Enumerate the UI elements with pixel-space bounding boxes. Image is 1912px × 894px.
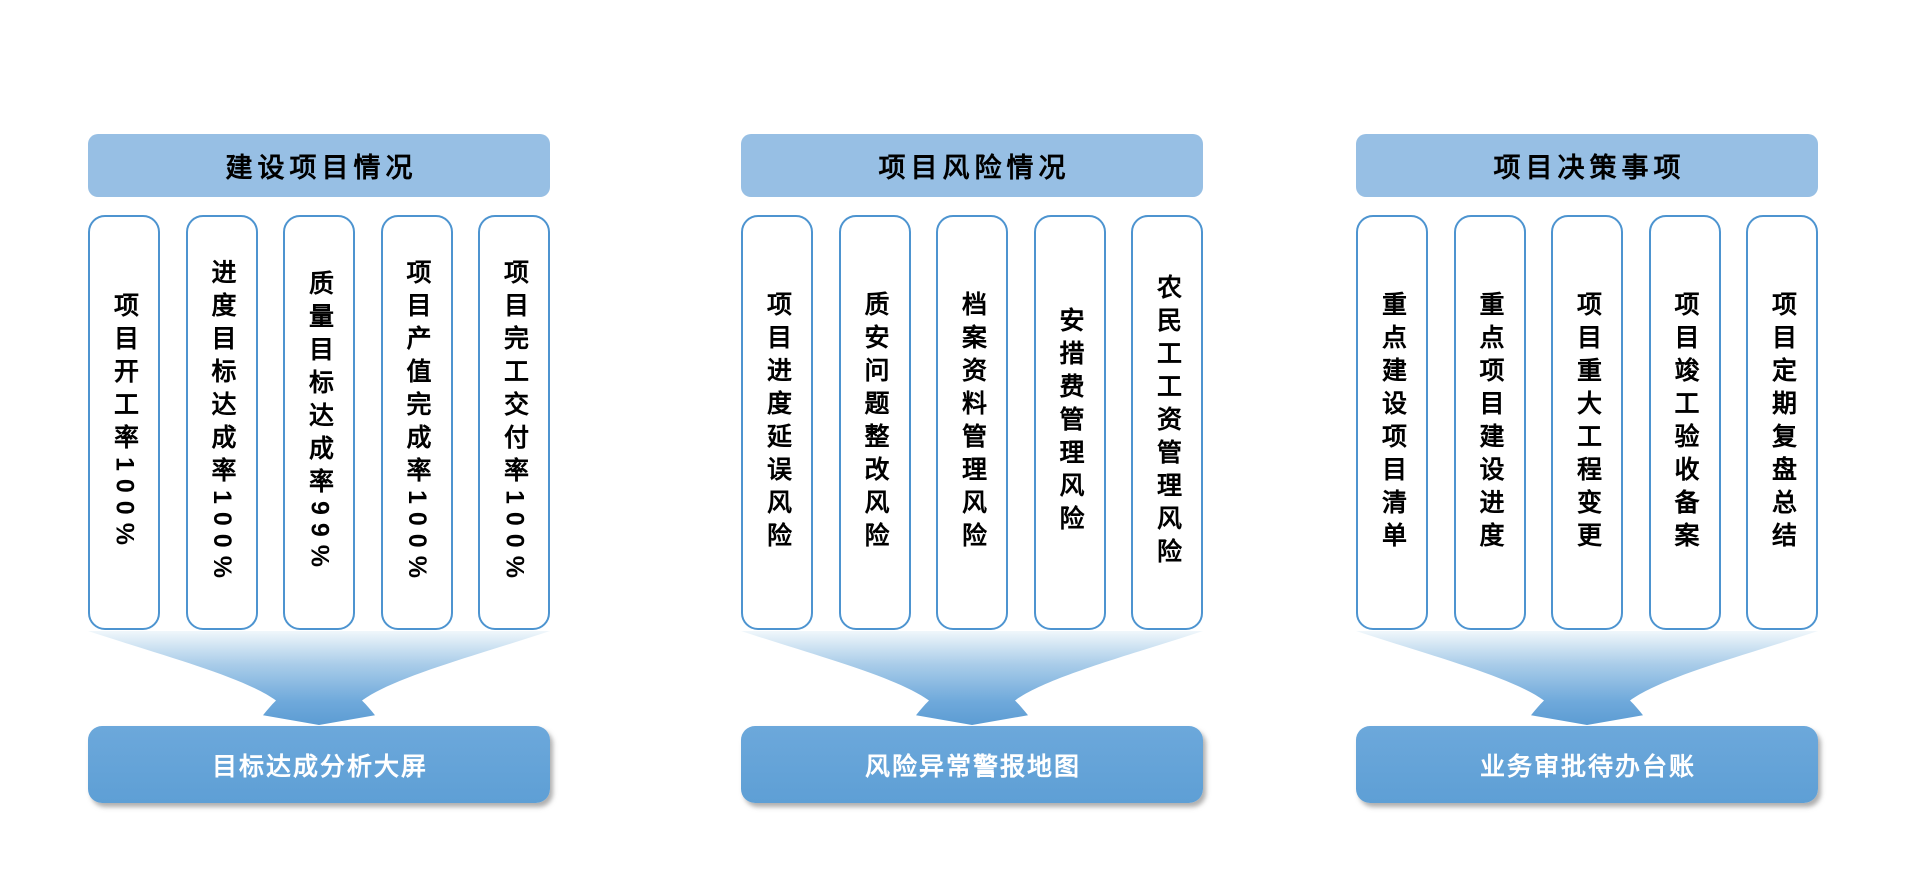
- funnel-arrow-icon: [88, 630, 550, 726]
- header-risk-status-label: 项目风险情况: [878, 153, 1071, 183]
- card-periodic-review-summary: 项目定期复盘总结: [1746, 215, 1818, 630]
- header-decision-items-label: 项目决策事项: [1493, 153, 1686, 183]
- card-delivery-rate-label: 项目完工交付率100%: [500, 259, 529, 586]
- footer-approval-todo-ledger-label: 业务审批待办台账: [1479, 752, 1696, 781]
- card-group-construction: 项目开工率100% 进度目标达成率100% 质量目标达成率99% 项目产值完成率…: [88, 215, 550, 630]
- header-decision-items: 项目决策事项: [1356, 134, 1818, 197]
- card-delivery-rate: 项目完工交付率100%: [478, 215, 550, 630]
- footer-target-analysis-screen-label: 目标达成分析大屏: [211, 752, 428, 781]
- card-quality-safety-rectify-risk-label: 质安问题整改风险: [861, 290, 889, 555]
- footer-risk-alert-map-label: 风险异常警报地图: [864, 752, 1081, 781]
- card-schedule-delay-risk-label: 项目进度延误风险: [763, 290, 792, 555]
- card-key-project-list-label: 重点建设项目清单: [1378, 290, 1407, 555]
- card-archive-management-risk-label: 档案资料管理风险: [958, 290, 987, 555]
- card-schedule-target-rate-label: 进度目标达成率100%: [208, 259, 236, 586]
- card-migrant-wage-risk-label: 农民工工资管理风险: [1153, 274, 1182, 571]
- card-key-project-progress: 重点项目建设进度: [1453, 215, 1526, 630]
- column-construction-status: 建设项目情况 项目开工率100% 进度目标达成率100% 质量目标达成率99% …: [88, 0, 550, 894]
- card-major-change: 项目重大工程变更: [1551, 215, 1623, 630]
- card-schedule-target-rate: 进度目标达成率100%: [185, 215, 258, 630]
- card-quality-target-rate-label: 质量目标达成率99%: [305, 269, 334, 576]
- funnel-arrow-icon: [741, 630, 1203, 726]
- card-safety-fee-risk-label: 安措费管理风险: [1056, 307, 1084, 538]
- card-schedule-delay-risk: 项目进度延误风险: [741, 215, 813, 630]
- card-safety-fee-risk: 安措费管理风险: [1033, 215, 1106, 630]
- footer-approval-todo-ledger: 业务审批待办台账: [1356, 726, 1818, 803]
- card-migrant-wage-risk: 农民工工资管理风险: [1131, 215, 1203, 630]
- column-decision-items: 项目决策事项 重点建设项目清单 重点项目建设进度 项目重大工程变更 项目竣工验收…: [1356, 0, 1818, 894]
- card-quality-safety-rectify-risk: 质安问题整改风险: [838, 215, 911, 630]
- card-output-completion-rate-label: 项目产值完成率100%: [403, 259, 431, 586]
- card-group-decision: 重点建设项目清单 重点项目建设进度 项目重大工程变更 项目竣工验收备案 项目定期…: [1356, 215, 1818, 630]
- card-quality-target-rate: 质量目标达成率99%: [283, 215, 355, 630]
- footer-risk-alert-map: 风险异常警报地图: [741, 726, 1203, 803]
- card-major-change-label: 项目重大工程变更: [1573, 290, 1602, 555]
- header-risk-status: 项目风险情况: [741, 134, 1203, 197]
- card-project-start-rate: 项目开工率100%: [88, 215, 160, 630]
- card-project-start-rate-label: 项目开工率100%: [110, 292, 139, 553]
- card-periodic-review-summary-label: 项目定期复盘总结: [1768, 290, 1797, 555]
- card-output-completion-rate: 项目产值完成率100%: [380, 215, 453, 630]
- card-group-risk: 项目进度延误风险 质安问题整改风险 档案资料管理风险 安措费管理风险 农民工工资…: [741, 215, 1203, 630]
- header-construction-status: 建设项目情况: [88, 134, 550, 197]
- card-key-project-progress-label: 重点项目建设进度: [1476, 290, 1504, 555]
- column-risk-status: 项目风险情况 项目进度延误风险 质安问题整改风险 档案资料管理风险 安措费管理风…: [741, 0, 1203, 894]
- card-completion-acceptance: 项目竣工验收备案: [1648, 215, 1721, 630]
- card-completion-acceptance-label: 项目竣工验收备案: [1671, 290, 1699, 555]
- footer-target-analysis-screen: 目标达成分析大屏: [88, 726, 550, 803]
- card-key-project-list: 重点建设项目清单: [1356, 215, 1428, 630]
- funnel-arrow-icon: [1356, 630, 1818, 726]
- header-construction-status-label: 建设项目情况: [225, 153, 418, 183]
- card-archive-management-risk: 档案资料管理风险: [936, 215, 1008, 630]
